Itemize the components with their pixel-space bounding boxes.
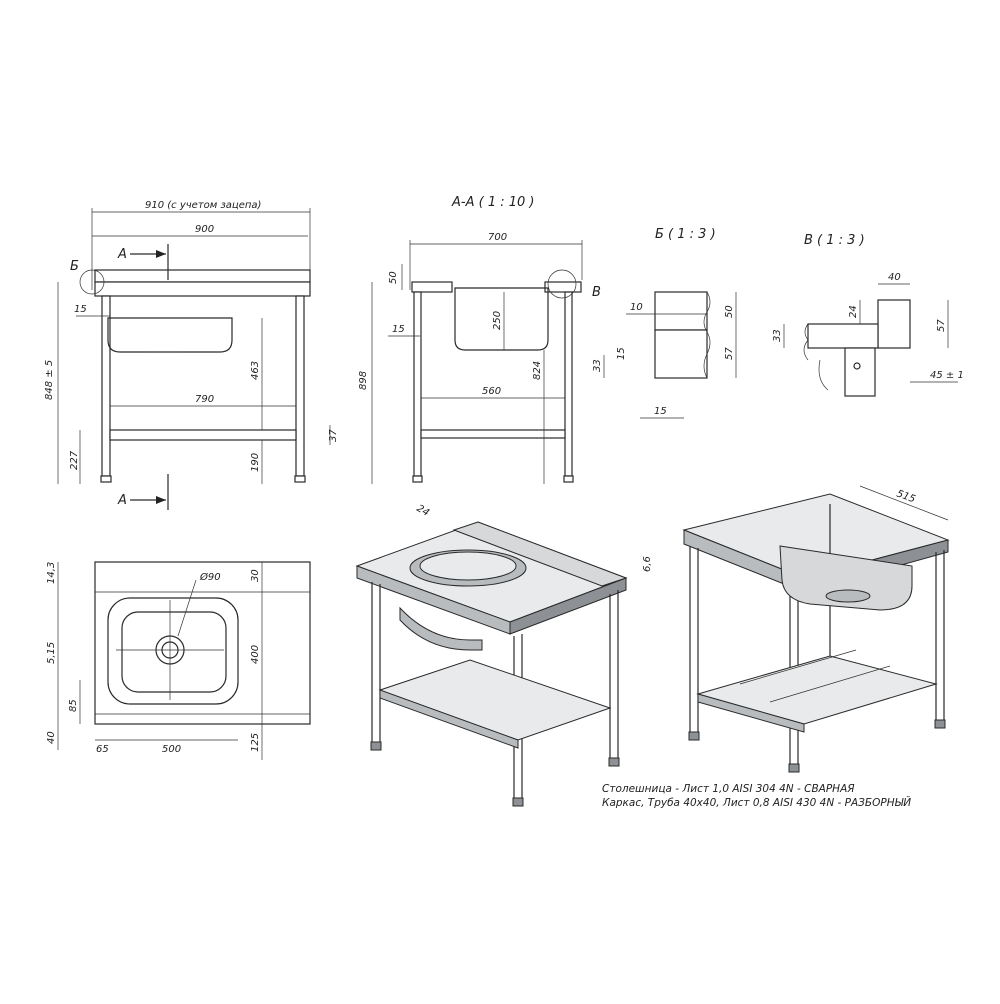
section-dim-inner: 824 bbox=[532, 361, 543, 380]
dim-overall-width: 910 (с учетом зацепа) bbox=[145, 200, 261, 211]
dim-width: 900 bbox=[195, 224, 214, 235]
plan-dim-bowl-length: 400 bbox=[250, 645, 261, 664]
section-dim-height: 898 bbox=[358, 371, 369, 390]
section-marker-top: A bbox=[117, 247, 127, 262]
note-frame: Каркас, Труба 40x40, Лист 0,8 AISI 430 4… bbox=[602, 796, 911, 809]
iso-view-left: 24 6,6 bbox=[355, 503, 653, 807]
section-dim-width: 700 bbox=[488, 232, 507, 243]
plan-dim-85: 85 bbox=[68, 699, 79, 712]
detail-v: В ( 1 : 3 ) 40 24 57 33 45 ± 1 bbox=[772, 233, 964, 397]
detail-v-dim-2: 57 bbox=[936, 319, 947, 332]
section-view: А-А ( 1 : 10 ) 700 В 50 898 15 250 824 5… bbox=[358, 195, 601, 484]
dim-sink-to-shelf: 463 bbox=[250, 361, 261, 380]
plan-dim-top: 30 bbox=[250, 569, 261, 582]
dim-shelf-height: 190 bbox=[250, 453, 261, 472]
detail-b-dim-5: 15 bbox=[654, 406, 667, 417]
section-title: А-А ( 1 : 10 ) bbox=[451, 195, 534, 210]
detail-v-dim-0: 40 bbox=[888, 272, 901, 283]
dim-top-offset: 15 bbox=[74, 304, 87, 315]
plan-dim-40: 40 bbox=[46, 731, 57, 744]
iso-dim-right-top: 515 bbox=[895, 488, 917, 505]
detail-b: Б ( 1 : 3 ) 50 57 10 33 15 15 bbox=[592, 227, 737, 419]
plan-dim-drain: Ø90 bbox=[199, 571, 221, 583]
section-marker-bottom: A bbox=[117, 493, 127, 508]
section-dim-offset: 15 bbox=[392, 324, 405, 335]
detail-b-dim-0: 50 bbox=[724, 305, 735, 318]
section-dim-span: 560 bbox=[482, 386, 501, 397]
section-dim-bowl: 250 bbox=[492, 311, 503, 330]
plan-dim-bowl-width: 500 bbox=[162, 744, 181, 755]
detail-v-title: В ( 1 : 3 ) bbox=[804, 233, 865, 248]
plan-view: Ø90 30 400 125 14,3 5,15 40 85 65 500 bbox=[46, 561, 311, 760]
plan-dim-left-top: 14,3 bbox=[46, 562, 57, 584]
detail-b-dim-3: 33 bbox=[592, 359, 603, 372]
notes: Столешница - Лист 1,0 AISI 304 4N - СВАР… bbox=[602, 783, 911, 809]
section-dim-top: 50 bbox=[388, 271, 399, 284]
dim-leg-span: 790 bbox=[195, 394, 214, 405]
iso-view-right: 515 bbox=[682, 485, 950, 773]
plan-dim-depth: 5,15 bbox=[46, 642, 57, 664]
detail-b-title: Б ( 1 : 3 ) bbox=[655, 227, 716, 242]
detail-b-dim-2: 10 bbox=[630, 302, 643, 313]
note-tabletop: Столешница - Лист 1,0 AISI 304 4N - СВАР… bbox=[602, 783, 855, 795]
dim-height: 848 ± 5 bbox=[44, 360, 55, 400]
detail-marker-v: В bbox=[592, 285, 601, 300]
detail-v-dim-4: 45 ± 1 bbox=[930, 370, 964, 381]
iso-dim-left-top: 24 bbox=[415, 503, 432, 519]
detail-b-dim-4: 15 bbox=[616, 347, 627, 360]
detail-b-dim-1: 57 bbox=[724, 347, 735, 360]
plan-dim-bottom: 125 bbox=[250, 733, 261, 752]
detail-v-dim-1: 24 bbox=[848, 305, 859, 318]
plan-dim-left-margin: 65 bbox=[96, 744, 109, 755]
dim-shelf-thickness: 37 bbox=[328, 429, 339, 442]
detail-marker-b: Б bbox=[70, 259, 79, 274]
dim-shelf-bottom: 227 bbox=[69, 450, 80, 470]
detail-v-dim-3: 33 bbox=[772, 329, 783, 342]
iso-dim-left-side: 6,6 bbox=[642, 556, 653, 572]
front-view: 910 (с учетом зацепа) 900 Б A 848 ± 5 22… bbox=[44, 200, 339, 510]
